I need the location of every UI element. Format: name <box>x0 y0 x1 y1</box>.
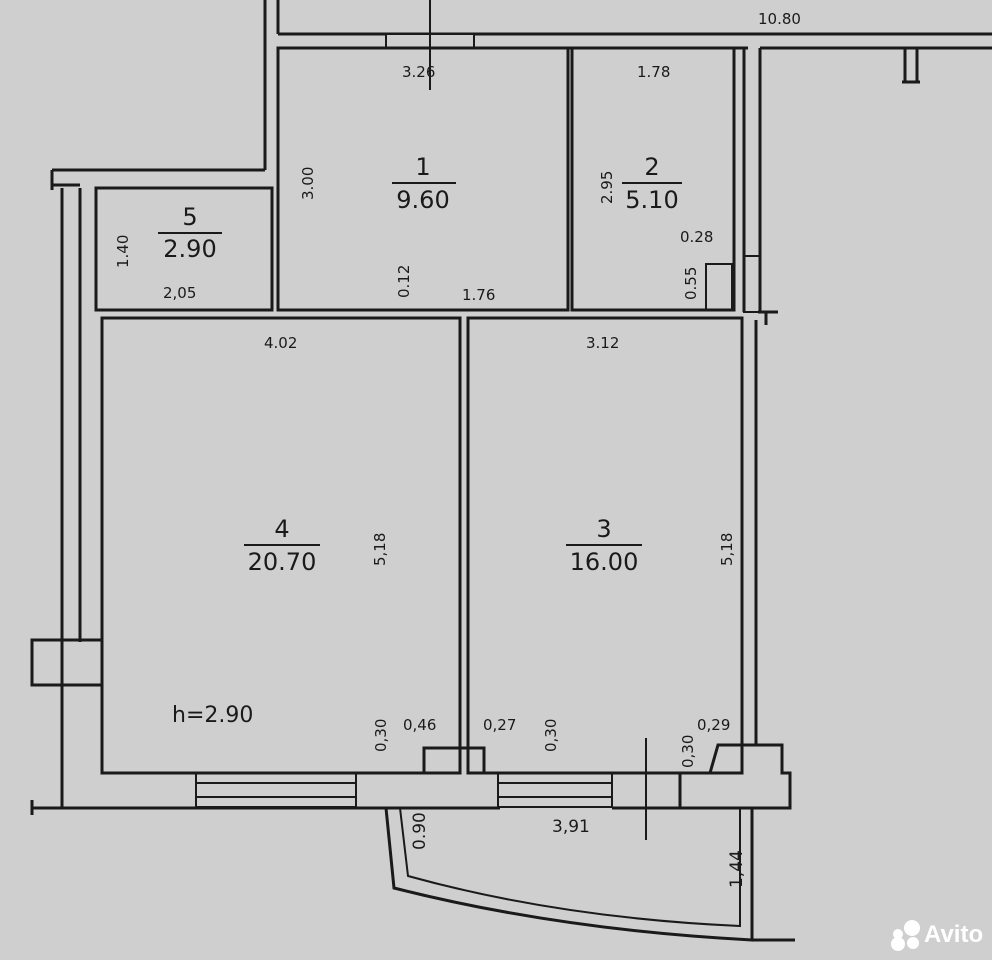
dim-room1-depth: 3.00 <box>299 167 317 200</box>
dim-corridor-width: 1.76 <box>462 286 495 304</box>
dim-room3-depth: 5,18 <box>718 533 736 566</box>
avito-logo-icon <box>891 920 920 951</box>
dim-room2-niche-w: 0.28 <box>680 228 713 246</box>
dim-pier-f: 0,29 <box>697 716 730 734</box>
room-2-area: 5.10 <box>625 186 678 214</box>
dim-balcony-width: 3,91 <box>552 817 590 837</box>
dim-pier-e: 0,30 <box>679 735 697 768</box>
room-3-number: 3 <box>596 515 611 543</box>
room-5-number: 5 <box>182 203 197 231</box>
dim-pier-c: 0,27 <box>483 716 516 734</box>
room-1: 1 9.60 <box>392 153 456 214</box>
room-2-number: 2 <box>644 153 659 181</box>
room-3-area: 16.00 <box>570 548 639 576</box>
avito-watermark: Avito <box>891 920 983 951</box>
dim-room3-width: 3.12 <box>586 334 619 352</box>
room-1-area: 9.60 <box>396 186 449 214</box>
room-1-number: 1 <box>415 153 430 181</box>
dim-room4-width: 4.02 <box>264 334 297 352</box>
ceiling-height-label: h=2.90 <box>172 703 253 728</box>
dim-room2-niche-d: 0.55 <box>682 267 700 300</box>
room-4-area: 20.70 <box>248 548 317 576</box>
dim-room5-depth: 1.40 <box>114 235 132 268</box>
dim-room1-width: 3.26 <box>402 63 435 81</box>
room-5: 5 2.90 <box>158 203 222 263</box>
dim-pier-d: 0,30 <box>542 719 560 752</box>
room-3: 3 16.00 <box>566 515 642 576</box>
dim-total-width: 10.80 <box>758 10 801 28</box>
dim-balcony-depth-left: 0.90 <box>410 812 430 850</box>
walls <box>30 0 992 942</box>
dim-room2-depth: 2.95 <box>598 171 616 204</box>
dim-room2-width: 1.78 <box>637 63 670 81</box>
dim-room4-depth: 5,18 <box>371 533 389 566</box>
dim-room5-width: 2,05 <box>163 284 196 302</box>
dim-balcony-depth-right: 1,44 <box>727 850 747 888</box>
dimensions: 10.80 3.26 3.00 0.12 1.76 1.78 2.95 0.28… <box>114 10 801 888</box>
dim-pier-a: 0,30 <box>372 719 390 752</box>
avito-logo-text: Avito <box>924 921 983 948</box>
room-5-area: 2.90 <box>163 235 216 263</box>
dim-pier-b: 0,46 <box>403 716 436 734</box>
dim-room1-step: 0.12 <box>395 265 413 298</box>
room-2: 2 5.10 <box>622 153 682 214</box>
room-4-number: 4 <box>274 515 289 543</box>
room-4: 4 20.70 <box>244 515 320 576</box>
